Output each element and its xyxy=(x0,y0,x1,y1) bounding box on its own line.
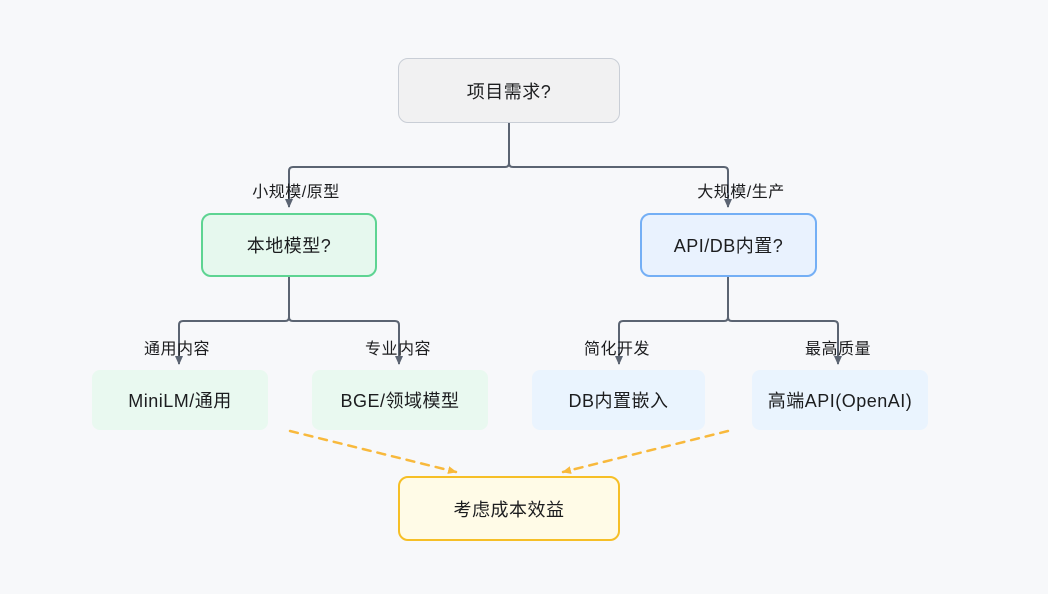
edge-api-to-premium xyxy=(727,277,842,365)
node-label: MiniLM/通用 xyxy=(128,391,232,411)
edge-label-professional-content: 专业内容 xyxy=(364,341,432,358)
edge-premium-to-cost xyxy=(561,429,730,474)
node-bge-domain-model: BGE/领域模型 xyxy=(312,370,488,430)
edge-label-general-content: 通用内容 xyxy=(143,341,211,358)
node-api-db-builtin: API/DB内置? xyxy=(640,213,817,277)
edge-local-to-bge xyxy=(288,277,403,365)
node-minilm-general: MiniLM/通用 xyxy=(92,370,268,430)
node-local-model: 本地模型? xyxy=(201,213,377,277)
edge-minilm-to-cost xyxy=(288,429,458,474)
node-project-requirements: 项目需求? xyxy=(398,58,620,123)
node-label: DB内置嵌入 xyxy=(568,391,669,411)
node-premium-api-openai: 高端API(OpenAI) xyxy=(752,370,928,430)
node-label: 本地模型? xyxy=(246,236,332,256)
node-label: 高端API(OpenAI) xyxy=(767,391,913,411)
node-label: BGE/领域模型 xyxy=(340,391,460,411)
edge-label-simplified-dev: 简化开发 xyxy=(583,341,651,358)
node-label: API/DB内置? xyxy=(673,236,784,256)
node-label: 项目需求? xyxy=(466,81,552,102)
edge-label-highest-quality: 最高质量 xyxy=(804,341,872,358)
edge-label-large-scale-production: 大规模/生产 xyxy=(697,184,785,201)
node-label: 考虑成本效益 xyxy=(453,499,565,520)
edge-root-to-api xyxy=(508,123,732,208)
node-cost-benefit: 考虑成本效益 xyxy=(398,476,620,541)
node-db-builtin-embedding: DB内置嵌入 xyxy=(532,370,705,430)
edge-label-small-scale-prototype: 小规模/原型 xyxy=(252,184,340,201)
